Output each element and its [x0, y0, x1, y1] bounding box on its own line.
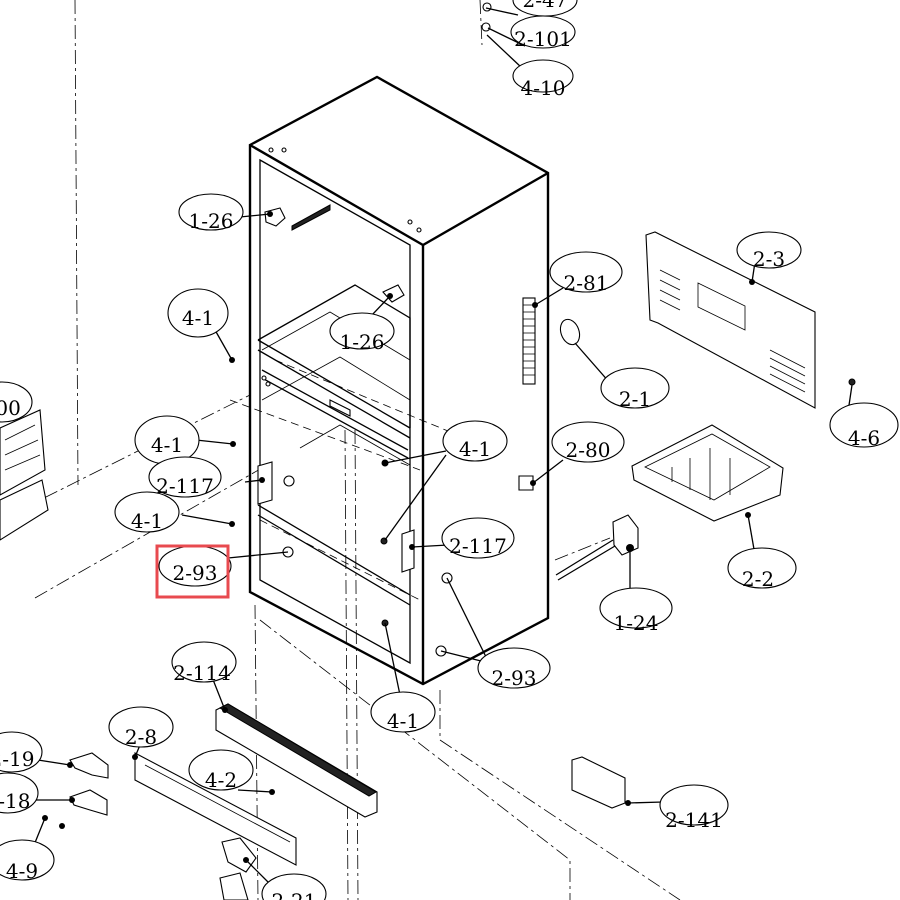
bracket-2-8 [134, 752, 297, 866]
callout-label: 1-24 [614, 611, 659, 635]
washer-2-101 [481, 22, 491, 32]
callout-label: 2-101 [514, 27, 572, 51]
hinge-2-21 [219, 837, 257, 900]
callout-1-24: 1-24 [599, 587, 673, 635]
callout-label: 1-26 [189, 209, 234, 233]
callout-label: 2-93 [492, 666, 537, 690]
highlight-box [155, 544, 230, 599]
callout-label: 2-3 [753, 247, 785, 271]
callout-label: 2-8 [125, 725, 157, 749]
side-assembly-2-100 [0, 409, 49, 541]
callout-4-6: 4-6 [829, 402, 899, 450]
callout-label: 2-117 [449, 534, 507, 558]
callout-label: 4-1 [387, 709, 419, 733]
callout-2-141: 2-141 [659, 784, 729, 832]
callout-label: 2-117 [156, 474, 214, 498]
callout-2-1: 2-1 [600, 367, 670, 411]
refrigerator-cabinet [248, 75, 550, 686]
tray-2-2 [631, 424, 784, 522]
callout-label: 2-93 [173, 561, 218, 585]
callout-2-93-highlighted: 2-93 [158, 545, 232, 587]
callout-label: 4-1 [151, 433, 183, 457]
washer-2-47 [482, 2, 492, 12]
screw-4-6 [848, 378, 856, 386]
hinge-2-18 [69, 789, 108, 816]
callout-label: 2-19 [0, 747, 34, 771]
callout-label: 4-2 [205, 768, 237, 792]
callout-2-117: 2-117 [148, 456, 222, 498]
callout-label: 2-2 [742, 567, 774, 591]
leader-dots [42, 211, 755, 863]
hinge-2-19 [69, 752, 109, 779]
callout-2-2: 2-2 [727, 547, 797, 591]
callout-label: 4-1 [131, 509, 163, 533]
callout-2-19: 2-19 [0, 731, 43, 773]
callout-label: 2-141 [665, 808, 723, 832]
callout-label: 2-100 [0, 396, 21, 420]
callout-label: 4-6 [848, 426, 880, 450]
ring-2-1 [559, 318, 581, 346]
callout-2-8: 2-8 [108, 706, 174, 749]
front-bar-2-114 [215, 703, 378, 818]
guide-lines [0, 0, 681, 900]
back-cover-2-3 [645, 231, 816, 409]
callout-2-100: 2-100 [0, 381, 33, 423]
callout-2-81: 2-81 [549, 251, 623, 295]
callout-2-114: 2-114 [171, 641, 237, 685]
callout-1-26: 1-26 [329, 312, 395, 354]
callout-4-10: 4-10 [512, 59, 574, 100]
callout-2-21: 2-21 [261, 873, 327, 900]
callout-label: 2-47 [523, 0, 568, 12]
callout-label: 2-80 [566, 438, 611, 462]
callout-2-93: 2-93 [477, 647, 551, 690]
callout-4-1: 4-1 [114, 491, 180, 533]
callout-4-1: 4-1 [134, 415, 200, 465]
callout-2-18: 2-18 [0, 772, 39, 814]
callout-1-26: 1-26 [178, 193, 244, 233]
callout-label: 1-26 [340, 330, 385, 354]
callout-4-1: 4-1 [370, 691, 436, 733]
callout-4-1: 4-1 [442, 420, 508, 462]
callout-label: 2-18 [0, 789, 30, 813]
callout-label: 4-9 [6, 859, 38, 883]
callout-2-47: 2-47 [512, 0, 578, 17]
callout-label: 4-10 [521, 76, 566, 100]
callout-label: 4-1 [459, 437, 491, 461]
callout-4-9: 4-9 [0, 839, 55, 883]
callout-4-2: 4-2 [188, 749, 254, 792]
bracket-2-141 [571, 756, 626, 809]
callout-2-101: 2-101 [510, 15, 576, 51]
callout-label: 4-1 [182, 306, 214, 330]
power-cord-1-24 [555, 514, 639, 581]
leader-lines [29, 7, 853, 885]
callout-4-1: 4-1 [167, 288, 229, 338]
callout-label: 2-21 [272, 889, 317, 900]
callout-2-117: 2-117 [441, 517, 515, 559]
cap-2-80 [518, 475, 534, 491]
callout-label: 2-1 [619, 387, 651, 411]
callout-label: 2-114 [173, 661, 231, 685]
callout-label: 2-81 [564, 271, 609, 295]
callout-2-80: 2-80 [551, 421, 625, 463]
callout-2-3: 2-3 [736, 231, 802, 271]
drain-hose-2-81 [522, 297, 536, 385]
